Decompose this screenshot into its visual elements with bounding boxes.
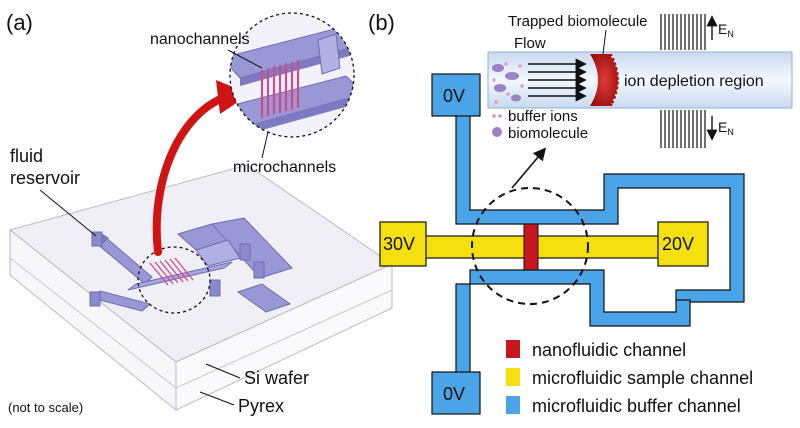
panel-b: (b) 0V 0V 30V 20V [368, 10, 793, 416]
legend-label-nanofluidic: nanofluidic channel [532, 340, 686, 360]
sample-channel [379, 221, 709, 267]
reservoir-pointer [39, 189, 97, 237]
depletion-label: ion depletion region [624, 73, 764, 90]
reservoir-label: reservoir [10, 168, 80, 188]
trapped-pointer [602, 29, 607, 55]
junction-zoom-arrow [511, 147, 547, 189]
buffer-channel [455, 111, 745, 377]
field-label-bottom: EN [718, 119, 734, 137]
legend-swatch-buffer [506, 396, 520, 414]
voltage-top-left: 0V [443, 86, 465, 106]
zoom-inset [229, 12, 355, 138]
trap-inset: EN EN [487, 13, 793, 148]
legend-swatch-nanofluidic [506, 340, 520, 358]
buffer-reservoir-top [431, 73, 481, 117]
buffer-reservoir-bottom [431, 371, 481, 415]
pyrex-label: Pyrex [238, 396, 284, 416]
chip-zoom-circle [137, 246, 211, 314]
si-wafer-label: Si wafer [244, 368, 309, 388]
panel-b-label: (b) [368, 10, 395, 35]
microchannels-label: microchannels [233, 159, 336, 176]
sample-reservoir-right [657, 221, 709, 267]
legend-label-buffer: microfluidic buffer channel [532, 396, 741, 416]
scale-note: (not to scale) [8, 400, 83, 415]
trapped-label: Trapped biomolecule [508, 13, 648, 30]
chip-channels [89, 217, 293, 313]
pyrex-pointer [199, 391, 235, 406]
chip-nanochannels [149, 257, 194, 286]
nanochannels-label: nanochannels [150, 31, 250, 48]
sample-reservoir-left [379, 221, 427, 267]
panel-a: (a) [6, 10, 394, 416]
si-wafer-pointer [205, 363, 241, 379]
voltage-bottom-left: 0V [443, 384, 465, 404]
field-label-top: EN [718, 21, 734, 39]
chip-substrate [8, 164, 394, 412]
voltage-right: 20V [662, 234, 694, 254]
nanofluidic-junction [523, 223, 539, 271]
buffer-ions-label: buffer ions [508, 108, 578, 125]
junction-zoom-circle [471, 187, 589, 305]
zoom-arrow [152, 80, 250, 256]
fluid-label: fluid [10, 146, 43, 166]
channel-legend: nanofluidic channel microfluidic sample … [506, 340, 753, 416]
inset-legend: buffer ions biomolecule [492, 108, 588, 142]
biomolecule-label: biomolecule [508, 125, 588, 142]
legend-swatch-sample [506, 368, 520, 386]
voltage-left: 30V [383, 234, 415, 254]
flow-label: Flow [514, 35, 546, 52]
legend-label-sample: microfluidic sample channel [532, 368, 753, 388]
panel-a-label: (a) [6, 10, 33, 35]
microchannels-pointer [261, 131, 269, 159]
nanochannels-pointer [227, 49, 263, 69]
